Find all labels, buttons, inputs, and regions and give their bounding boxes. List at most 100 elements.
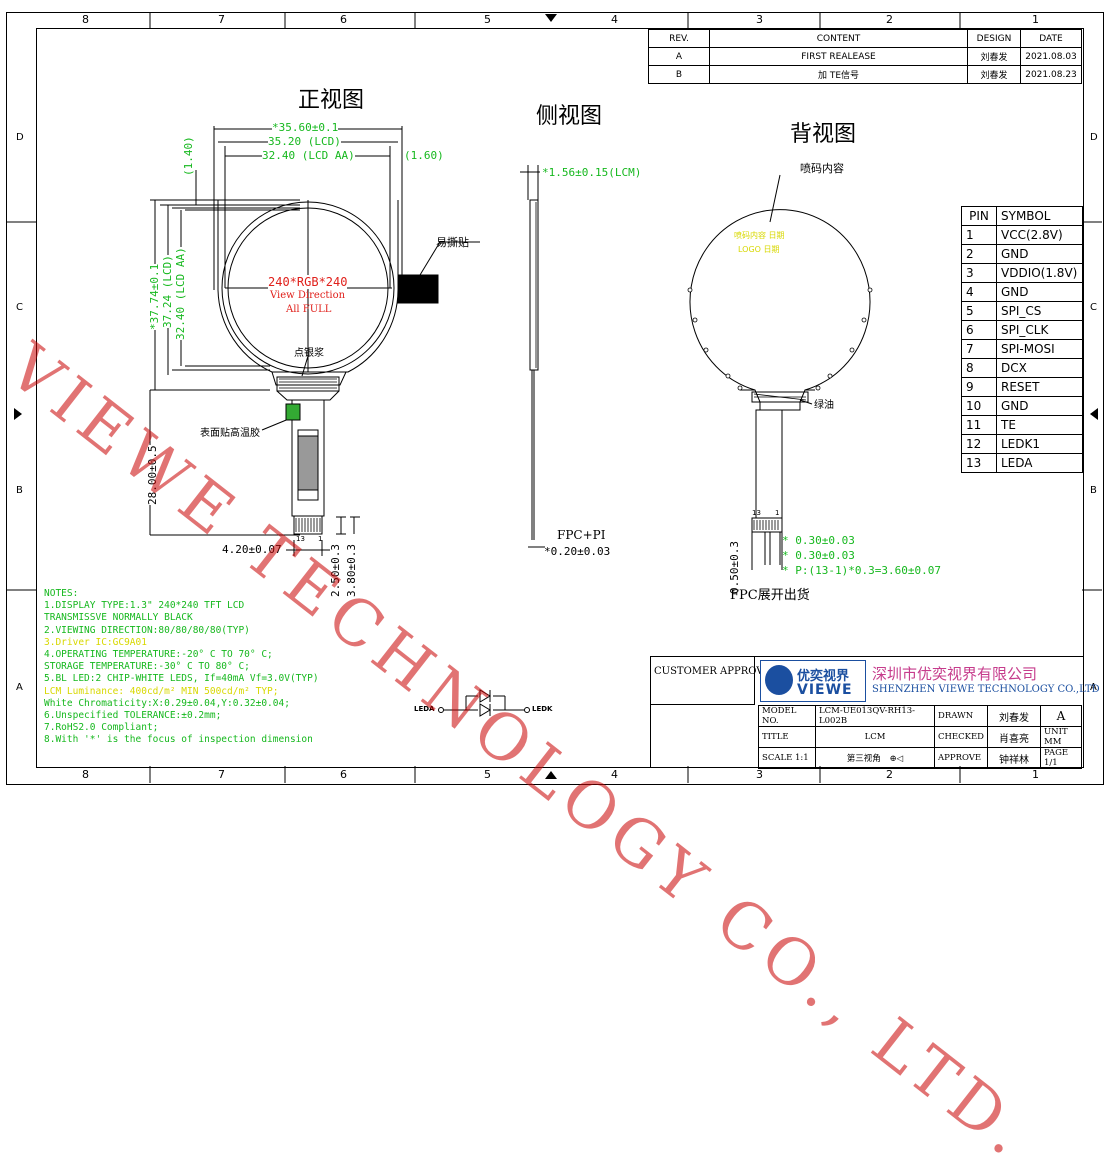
view-direction-label: View Direction xyxy=(270,290,346,301)
dim-side-thickness: *1.56±0.15(LCM) xyxy=(542,166,642,179)
customer-approve-label: CUSTOMER APPROVE xyxy=(654,666,771,677)
date-cell: 2021.08.23 xyxy=(1020,65,1082,84)
col-number: 3 xyxy=(756,768,763,781)
customer-approve-box xyxy=(650,656,755,705)
leda-label: LEDA xyxy=(414,705,435,713)
code-line-2: LOGO 日期 xyxy=(738,245,780,254)
pin-symbol: LEDA xyxy=(996,453,1083,473)
frame-markers xyxy=(6,12,1102,783)
rev-letter: A xyxy=(1040,705,1082,727)
projection-cell: 第三视角 ⊕◁ xyxy=(815,747,935,769)
note-line: 4.OPERATING TEMPERATURE:-20° C TO 70° C; xyxy=(44,649,273,661)
revision-table: REV. CONTENT DESIGN DATE A FIRST REALEAS… xyxy=(648,29,1082,84)
fpc-pin-13-label: 13 xyxy=(296,535,305,543)
row-letter: B xyxy=(1090,485,1097,496)
row-letter: A xyxy=(16,682,23,693)
dim-pitch-total: * P:(13-1)*0.3=3.60±0.07 xyxy=(782,564,941,577)
col-number: 4 xyxy=(611,13,618,26)
pin-number: 13 xyxy=(961,453,997,473)
projection-symbol-icon: ⊕◁ xyxy=(889,754,904,764)
pin-symbol: LEDK1 xyxy=(996,434,1083,454)
back-view-drawing xyxy=(687,174,873,570)
code-line-1: 喷码内容 日期 xyxy=(734,231,785,240)
surface-tape-label: 表面贴高温胶 xyxy=(200,428,260,439)
back-pin-13-label: 13 xyxy=(752,509,761,517)
checked-value: 肖喜亮 xyxy=(987,726,1041,748)
pin-symbol: SPI-MOSI xyxy=(996,339,1083,359)
row-letter: C xyxy=(16,302,23,313)
inner-frame xyxy=(36,28,1084,768)
dim-pitch-b: * 0.30±0.03 xyxy=(782,549,855,562)
note-line: LCM Luminance: 400cd/m² MIN 500cd/m² TYP… xyxy=(44,685,279,697)
fpc-unfold-label: FPC展开出货 xyxy=(730,588,810,603)
col-number: 1 xyxy=(1032,768,1039,781)
all-full-label: All FULL xyxy=(286,304,332,315)
col-number: 8 xyxy=(82,13,89,26)
pin-symbol: GND xyxy=(996,282,1083,302)
dim-outer-width: *35.60±0.1 xyxy=(272,121,339,134)
title-label: TITLE xyxy=(758,726,816,748)
back-pin-1-label: 1 xyxy=(775,509,780,517)
front-view-drawing xyxy=(149,126,480,556)
tear-tab-label: 易撕贴 xyxy=(436,236,469,249)
title-row-scale: SCALE 1:1 第三视角 ⊕◁ APPROVE 钟祥林 PAGE 1/1 xyxy=(758,747,1082,769)
col-number: 6 xyxy=(340,768,347,781)
pin-number: 11 xyxy=(961,415,997,435)
row-letter: C xyxy=(1090,302,1097,313)
pin-header: PIN xyxy=(961,206,997,226)
notes-block: NOTES:1.DISPLAY TYPE:1.3" 240*240 TFT LC… xyxy=(44,588,319,747)
approve-value: 钟祥林 xyxy=(987,747,1041,769)
projection-label: 第三视角 xyxy=(846,754,881,764)
title-value: LCM xyxy=(815,726,935,748)
row-letter: B xyxy=(16,485,23,496)
company-name-en: SHENZHEN VIEWE TECHNOLOGY CO.,LTD xyxy=(872,684,1100,695)
resolution-label: 240*RGB*240 xyxy=(268,275,348,289)
page-label: PAGE 1/1 xyxy=(1040,747,1082,769)
logo-globe-icon xyxy=(765,665,793,695)
outer-frame xyxy=(6,12,1104,785)
note-line: 5.BL LED:2 CHIP-WHITE LEDS, If=40mA Vf=3… xyxy=(44,673,319,685)
side-view-title: 侧视图 xyxy=(536,104,603,129)
title-info-table: MODEL NO. LCM-UE013QV-RH13-L002B DRAWN 刘… xyxy=(758,705,1082,769)
col-number: 2 xyxy=(886,768,893,781)
title-row-model: MODEL NO. LCM-UE013QV-RH13-L002B DRAWN 刘… xyxy=(758,705,1082,727)
scale-label: SCALE 1:1 xyxy=(758,747,816,769)
front-view-title: 正视图 xyxy=(298,88,365,113)
col-number: 3 xyxy=(756,13,763,26)
note-line: 3.Driver IC:GC9A01 xyxy=(44,636,147,648)
drawn-value: 刘春发 xyxy=(987,705,1041,727)
led-circuit-diagram xyxy=(438,689,530,717)
green-oil-label: 绿油 xyxy=(814,400,834,411)
ledk-label: LEDK xyxy=(532,705,553,713)
model-value: LCM-UE013QV-RH13-L002B xyxy=(815,705,935,727)
col-number: 7 xyxy=(218,13,225,26)
col-number: 5 xyxy=(484,768,491,781)
row-letter: A xyxy=(1090,682,1097,693)
company-name-cn: 深圳市优奕视界有限公司 xyxy=(872,665,1038,683)
logo-chinese-text: 优奕视界 xyxy=(797,669,850,684)
fpc-pin-1-label: 1 xyxy=(318,535,323,543)
note-line: White Chromaticity:X:0.29±0.04,Y:0.32±0.… xyxy=(44,697,290,709)
fpc-thickness-label: *0.20±0.03 xyxy=(544,545,611,558)
side-view-drawing xyxy=(520,165,545,548)
logo-english-text: VIEWE xyxy=(797,682,853,698)
approve-label: APPROVE xyxy=(934,747,988,769)
unit-label: UNIT MM xyxy=(1040,726,1082,748)
dim-lcd-width: 35.20 (LCD) xyxy=(268,135,341,148)
company-logo: 优奕视界 VIEWE xyxy=(760,660,866,702)
note-line: TRANSMISSVE NORMALLY BLACK xyxy=(44,612,193,624)
note-line: NOTES: xyxy=(44,588,79,599)
revision-header-row: REV. CONTENT DESIGN DATE xyxy=(648,29,1082,48)
silver-paste-label: 点银浆 xyxy=(294,348,324,359)
revision-row: B 加 TE信号 刘春发 2021.08.23 xyxy=(648,65,1082,84)
dim-gap: (1.60) xyxy=(404,149,444,162)
dim-fpc-width: 4.20±0.07 xyxy=(222,543,282,556)
col-number: 6 xyxy=(340,13,347,26)
title-row-title: TITLE LCM CHECKED 肖喜亮 UNIT MM xyxy=(758,726,1082,748)
